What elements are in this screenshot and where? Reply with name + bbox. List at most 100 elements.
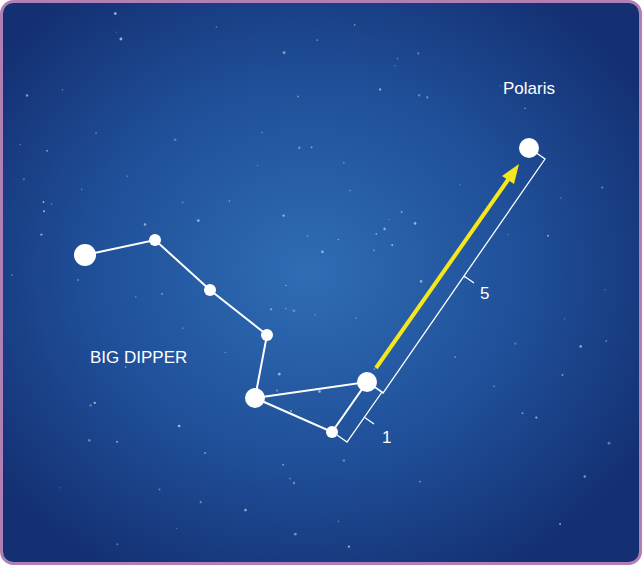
faint-star xyxy=(290,410,292,412)
faint-star xyxy=(285,285,286,286)
faint-star xyxy=(605,340,607,342)
faint-star xyxy=(338,521,339,522)
faint-star xyxy=(283,51,286,54)
pointer-arrowhead xyxy=(502,164,519,184)
faint-star xyxy=(116,441,118,443)
faint-star xyxy=(493,385,495,387)
distance-number: 5 xyxy=(480,284,489,304)
faint-star xyxy=(418,94,420,96)
faint-star xyxy=(394,65,395,66)
faint-star xyxy=(608,442,611,445)
faint-star xyxy=(127,176,128,177)
faint-star xyxy=(354,24,356,26)
star-name: Polaris xyxy=(503,79,555,99)
faint-star xyxy=(524,107,526,109)
faint-star xyxy=(119,38,122,41)
faint-star xyxy=(81,189,82,190)
faint-star xyxy=(397,58,399,60)
bracket-tick xyxy=(364,417,374,424)
faint-star xyxy=(182,202,184,204)
faint-star xyxy=(414,222,417,225)
faint-star xyxy=(373,250,374,251)
faint-star xyxy=(26,94,28,96)
faint-star xyxy=(200,501,202,503)
faint-star xyxy=(178,425,181,428)
faint-star xyxy=(216,26,217,27)
faint-star xyxy=(261,132,263,134)
constellation-lines xyxy=(85,240,367,432)
faint-star xyxy=(459,184,460,185)
distance-bracket xyxy=(373,152,545,393)
faint-star xyxy=(298,146,301,149)
faint-star xyxy=(373,368,375,370)
faint-star xyxy=(116,543,118,545)
faint-star xyxy=(343,459,346,462)
faint-star xyxy=(225,352,226,353)
faint-star xyxy=(292,309,295,312)
faint-star xyxy=(197,219,200,222)
constellation-name: BIG DIPPER xyxy=(90,348,187,368)
faint-star xyxy=(316,39,318,41)
pointer-arrow xyxy=(376,177,510,368)
faint-star xyxy=(348,545,350,547)
distance-number: 1 xyxy=(382,428,391,448)
faint-star xyxy=(20,144,21,145)
faint-star xyxy=(244,509,247,512)
faint-star xyxy=(535,416,537,418)
faint-star xyxy=(420,280,423,283)
faint-star xyxy=(23,178,25,180)
faint-star xyxy=(11,274,13,276)
faint-star xyxy=(174,139,177,142)
faint-star xyxy=(59,487,60,488)
faint-star xyxy=(285,308,286,309)
faint-star xyxy=(43,201,45,203)
faint-star xyxy=(158,488,160,490)
faint-star xyxy=(289,478,291,480)
faint-star xyxy=(383,228,386,231)
faint-star xyxy=(349,190,350,191)
faint-star xyxy=(564,318,565,319)
faint-star xyxy=(51,203,53,205)
faint-star xyxy=(116,32,117,33)
faint-star xyxy=(294,533,297,536)
faint-star xyxy=(507,234,508,235)
faint-star xyxy=(46,150,48,152)
faint-star xyxy=(283,215,285,217)
faint-star xyxy=(379,88,381,90)
faint-star xyxy=(176,528,177,529)
faint-star xyxy=(560,197,562,199)
bracket-tick xyxy=(464,276,474,283)
faint-star xyxy=(307,235,308,236)
faint-star xyxy=(514,343,516,345)
faint-star xyxy=(144,223,146,225)
faint-star xyxy=(270,308,272,310)
faint-star xyxy=(135,296,137,298)
faint-star xyxy=(276,389,279,392)
faint-star xyxy=(204,452,206,454)
faint-star xyxy=(401,211,403,213)
faint-star xyxy=(547,235,549,237)
faint-star xyxy=(338,239,339,240)
faint-star xyxy=(95,132,97,134)
faint-star xyxy=(601,187,603,189)
faint-star xyxy=(559,523,561,525)
faint-star xyxy=(391,244,393,246)
faint-star xyxy=(229,200,230,201)
faint-star xyxy=(343,162,345,164)
faint-star xyxy=(314,314,315,315)
faint-star xyxy=(94,402,96,404)
faint-star xyxy=(454,356,456,358)
faint-star xyxy=(311,146,313,148)
distance-bracket xyxy=(337,385,382,442)
faint-star xyxy=(521,412,523,414)
faint-star xyxy=(114,12,117,15)
faint-star xyxy=(419,481,421,483)
faint-star xyxy=(278,373,281,376)
faint-star xyxy=(500,85,502,87)
faint-star xyxy=(40,233,42,235)
faint-star xyxy=(604,289,605,290)
faint-star xyxy=(282,464,284,466)
faint-star xyxy=(388,219,389,220)
